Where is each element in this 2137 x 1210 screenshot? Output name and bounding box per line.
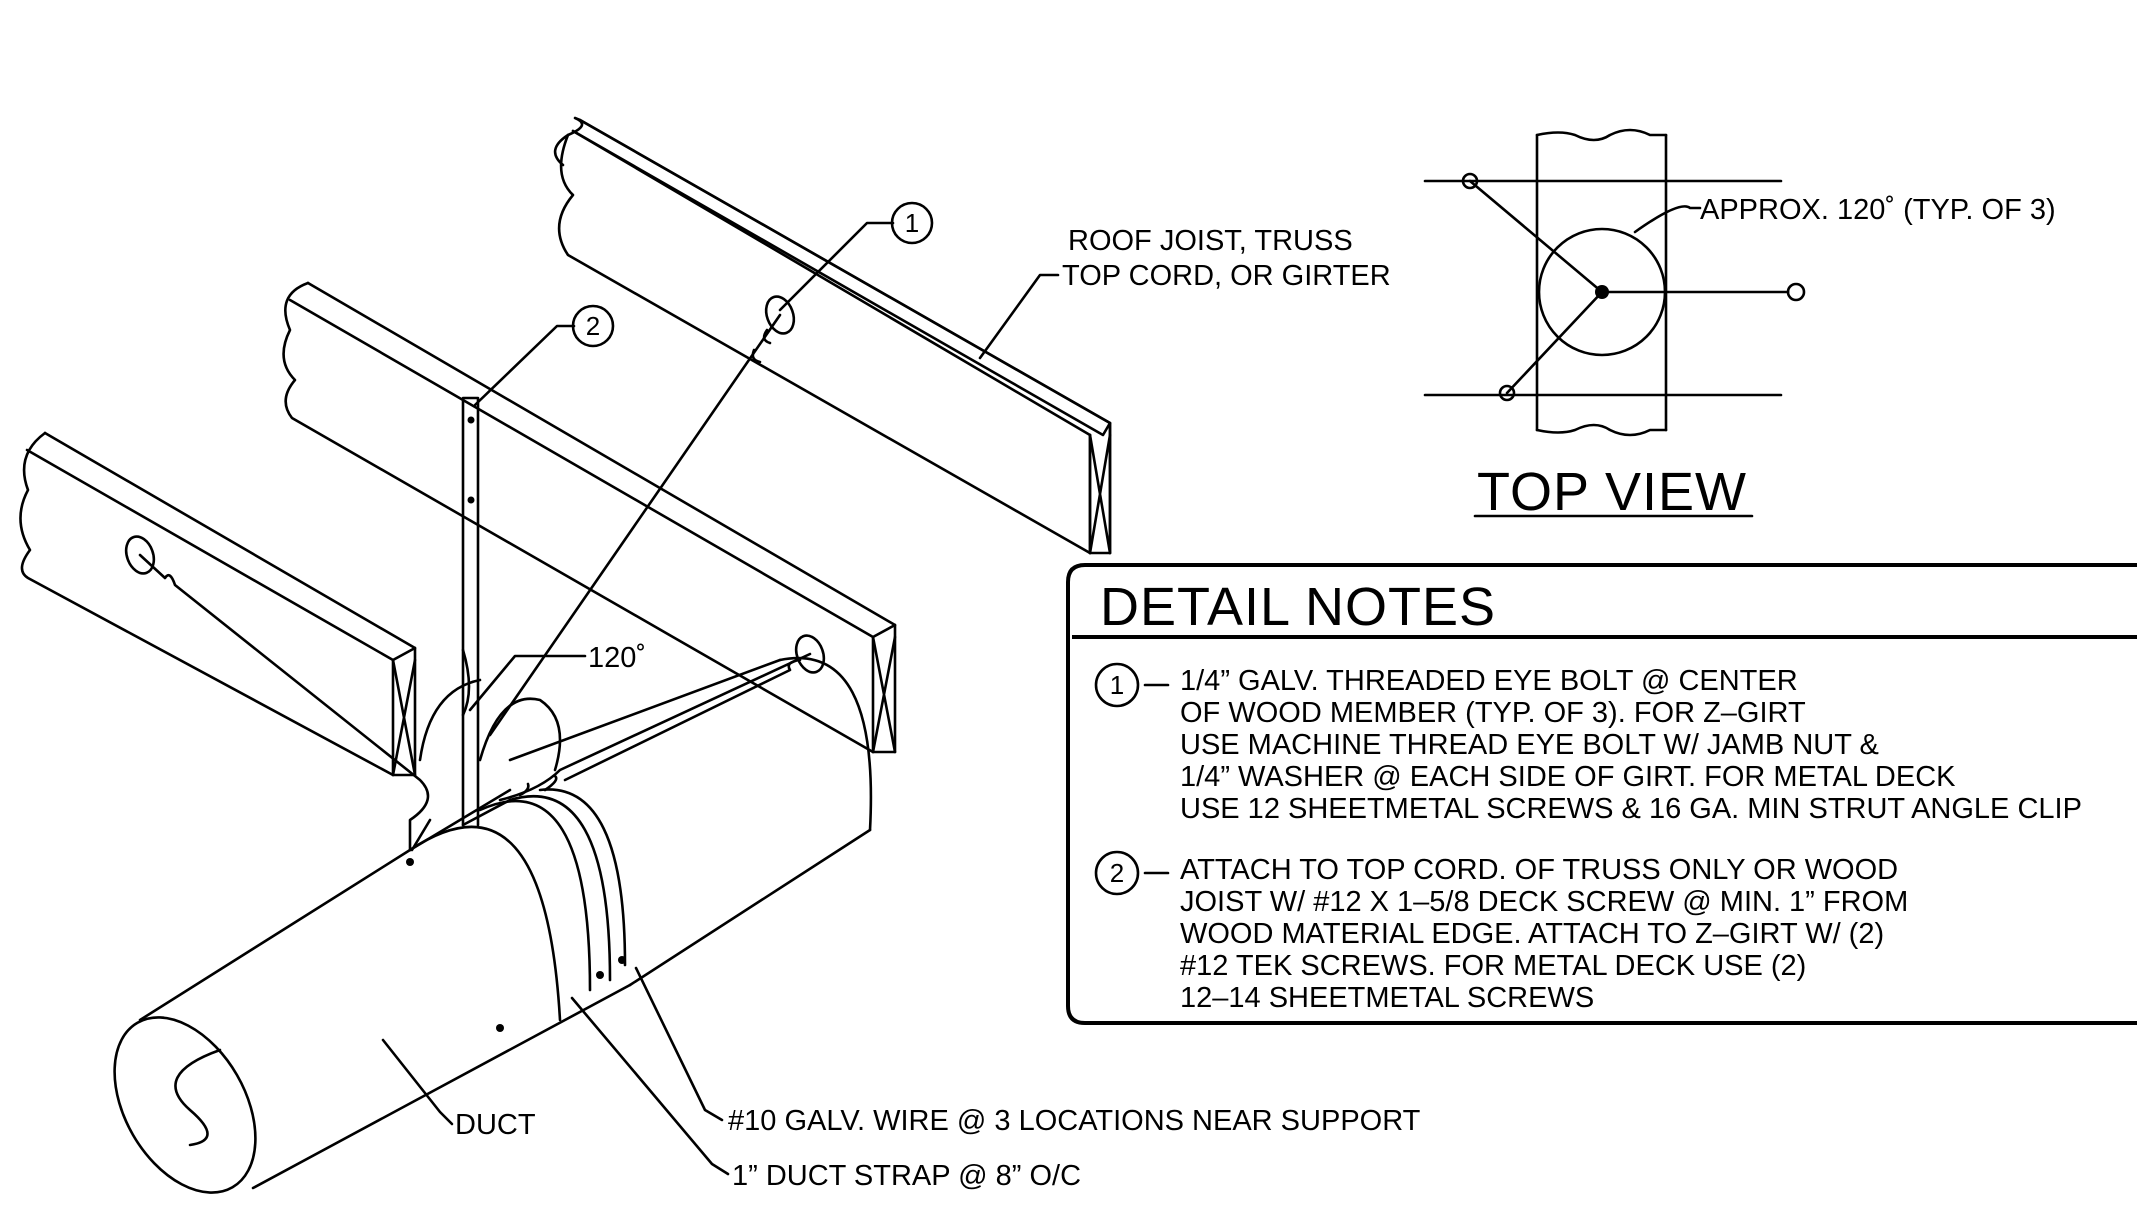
isometric-detail <box>19 116 1112 1194</box>
note-2-line-2: JOIST W/ #12 X 1–5/8 DECK SCREW @ MIN. 1… <box>1180 886 1908 918</box>
note-2-line-1: ATTACH TO TOP CORD. OF TRUSS ONLY OR WOO… <box>1180 854 1898 886</box>
callout-1-number: 1 <box>905 208 919 238</box>
roof-joist-label-line2: TOP CORD, OR GIRTER <box>1062 260 1391 292</box>
note-2-line-3: WOOD MATERIAL EDGE. ATTACH TO Z–GIRT W/ … <box>1180 918 1884 950</box>
callout-1: 1 <box>778 201 934 312</box>
roof-joist-label-line1: ROOF JOIST, TRUSS <box>1068 225 1353 257</box>
duct-label-text: DUCT <box>455 1109 536 1141</box>
note-1-line-1: 1/4” GALV. THREADED EYE BOLT @ CENTER <box>1180 665 1798 697</box>
duct-label: DUCT <box>381 1038 536 1141</box>
note-1-number: 1 <box>1110 670 1124 700</box>
strap-label-text: 1” DUCT STRAP @ 8” O/C <box>732 1160 1081 1192</box>
joist-middle <box>282 281 897 754</box>
hanger-wires <box>138 313 812 866</box>
note-2-number: 2 <box>1110 858 1124 888</box>
callout-2: 2 <box>473 304 615 407</box>
detail-notes-title: DETAIL NOTES <box>1100 577 1496 637</box>
top-view-title: TOP VIEW <box>1477 462 1747 522</box>
note-2-line-5: 12–14 SHEETMETAL SCREWS <box>1180 982 1594 1014</box>
angle-label: 120˚ <box>468 642 646 712</box>
joist-left <box>19 431 417 777</box>
duct-strap-vertical <box>461 396 512 827</box>
roof-joist-label: ROOF JOIST, TRUSS TOP CORD, OR GIRTER <box>978 225 1391 360</box>
joist-right <box>553 116 1112 555</box>
angle-label-text: 120˚ <box>588 642 646 674</box>
top-view: APPROX. 120˚ (TYP. OF 3) TOP VIEW <box>1423 128 2056 522</box>
note-1-line-3: USE MACHINE THREAD EYE BOLT W/ JAMB NUT … <box>1180 729 1879 761</box>
callout-2-number: 2 <box>586 311 600 341</box>
wire-label: #10 GALV. WIRE @ 3 LOCATIONS NEAR SUPPOR… <box>634 966 1421 1137</box>
detail-notes-box: DETAIL NOTES 1 1/4” GALV. THREADED EYE B… <box>1066 563 2137 1025</box>
note-1-line-5: USE 12 SHEETMETAL SCREWS & 16 GA. MIN ST… <box>1180 793 2082 825</box>
note-1-line-2: OF WOOD MEMBER (TYP. OF 3). FOR Z–GIRT <box>1180 697 1806 729</box>
wire-label-text: #10 GALV. WIRE @ 3 LOCATIONS NEAR SUPPOR… <box>728 1105 1421 1137</box>
angle-arcs <box>418 678 562 772</box>
strap-label: 1” DUCT STRAP @ 8” O/C <box>570 996 1081 1192</box>
note-2-line-4: #12 TEK SCREWS. FOR METAL DECK USE (2) <box>1180 950 1806 982</box>
top-view-approx-label: APPROX. 120˚ (TYP. OF 3) <box>1700 194 2056 226</box>
note-1-line-4: 1/4” WASHER @ EACH SIDE OF GIRT. FOR MET… <box>1180 761 1956 793</box>
